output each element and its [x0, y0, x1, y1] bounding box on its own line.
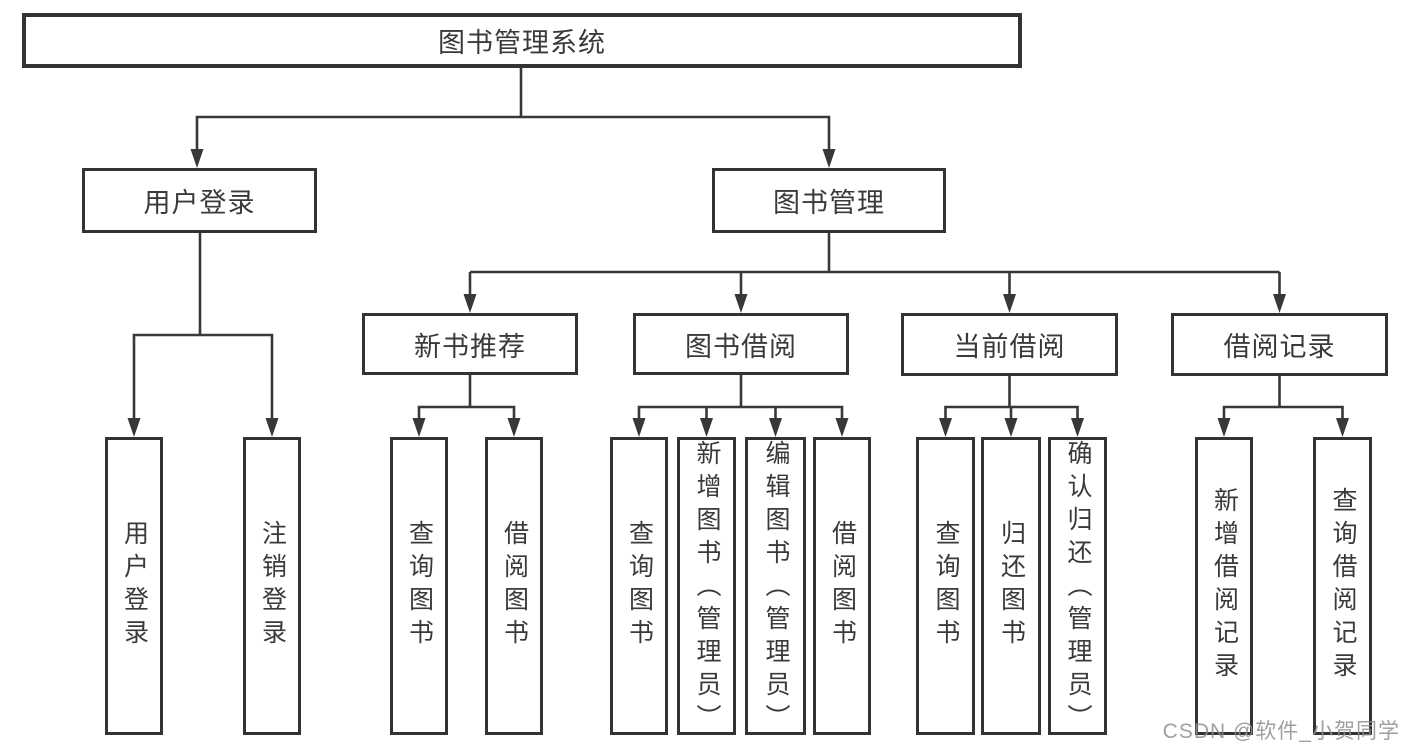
node-user-login: 用户登录 [105, 437, 163, 735]
node-label: 查询图书 [932, 520, 960, 652]
node-new-book-recommendation: 新书推荐 [362, 313, 578, 375]
node-add-books-admin: 新增图书（管理员） [677, 437, 736, 737]
node-label: 查询图书 [625, 520, 654, 652]
node-label: 归还图书 [997, 520, 1026, 652]
node-label: 图书管理 [773, 188, 885, 218]
node-book-management: 图书管理 [712, 168, 946, 233]
arrowhead-leaf-borrow-books-1 [507, 418, 521, 437]
arrowhead-leaf-add-books [700, 418, 713, 437]
arrowhead-leaf-query-books-2 [632, 418, 646, 437]
node-label: 查询图书 [405, 520, 434, 652]
node-add-borrow-record: 新增借阅记录 [1195, 437, 1253, 735]
arrowhead-leaf-edit-books [769, 418, 782, 437]
node-borrow-books: 借阅图书 [813, 437, 871, 735]
arrowhead-leaf-query-books-1 [412, 418, 426, 437]
arrowhead-leaf-borrow-books-2 [835, 418, 849, 437]
arrowhead-leaf-confirm-return [1071, 418, 1084, 437]
csdn-watermark: CSDN @软件_小贺同学 [1162, 720, 1400, 743]
connector-user-login-rail [132, 333, 274, 420]
arrowhead-leaf-user-login [127, 418, 141, 437]
arrowhead-leaf-query-books-3 [939, 418, 952, 437]
node-label: 注销登录 [258, 520, 287, 652]
node-logout: 注销登录 [243, 437, 301, 735]
node-return-books: 归还图书 [981, 437, 1041, 735]
arrowhead-leaf-logout [265, 418, 279, 437]
node-label: 当前借阅 [953, 332, 1066, 362]
node-borrow-books: 借阅图书 [485, 437, 543, 735]
arrowhead-leaf-return-books [1004, 418, 1018, 437]
arrowhead-leaf-query-borrow-record [1336, 418, 1349, 437]
node-label: 借阅记录 [1223, 332, 1336, 362]
node-label: 图书管理系统 [438, 28, 606, 58]
node-label: 查询借阅记录 [1329, 487, 1357, 685]
connector-book-borrowing-rail [637, 405, 844, 420]
node-query-books: 查询图书 [610, 437, 668, 735]
arrowhead-book-management [822, 149, 836, 168]
connector-borrow-records-rail [1222, 405, 1344, 420]
node-query-books: 查询图书 [390, 437, 448, 735]
node-book-borrowing: 图书借阅 [633, 313, 849, 375]
node-label: 新书推荐 [414, 331, 526, 362]
arrowhead-current-borrowing [1003, 294, 1016, 313]
arrowhead-borrow-records [1273, 294, 1286, 313]
node-query-borrow-record: 查询借阅记录 [1313, 437, 1372, 735]
node-label: 借阅图书 [500, 520, 529, 652]
node-label: 新增借阅记录 [1210, 487, 1239, 685]
node-label: 图书借阅 [685, 331, 797, 362]
node-edit-books-admin: 编辑图书（管理员） [745, 437, 806, 737]
node-label: 确认归还（管理员） [1064, 440, 1092, 737]
arrowhead-user-login [190, 149, 204, 168]
arrowhead-new-book [463, 294, 477, 313]
node-library-management-system: 图书管理系统 [22, 13, 1022, 68]
arrowhead-book-borrowing [734, 294, 748, 313]
node-confirm-return-admin: 确认归还（管理员） [1048, 437, 1107, 737]
node-user-login-module: 用户登录 [82, 168, 317, 233]
node-label: 新增图书（管理员） [693, 440, 721, 737]
node-query-books: 查询图书 [916, 437, 975, 735]
arrowhead-leaf-add-borrow-record [1217, 418, 1231, 437]
connector-level1-rail [195, 115, 831, 151]
node-borrowing-records: 借阅记录 [1171, 313, 1388, 376]
node-current-borrowing: 当前借阅 [901, 313, 1118, 376]
connector-new-book-rail [417, 405, 516, 420]
node-label: 借阅图书 [828, 520, 857, 652]
node-label: 编辑图书（管理员） [762, 440, 790, 737]
node-label: 用户登录 [143, 188, 256, 218]
node-label: 用户登录 [120, 520, 149, 652]
